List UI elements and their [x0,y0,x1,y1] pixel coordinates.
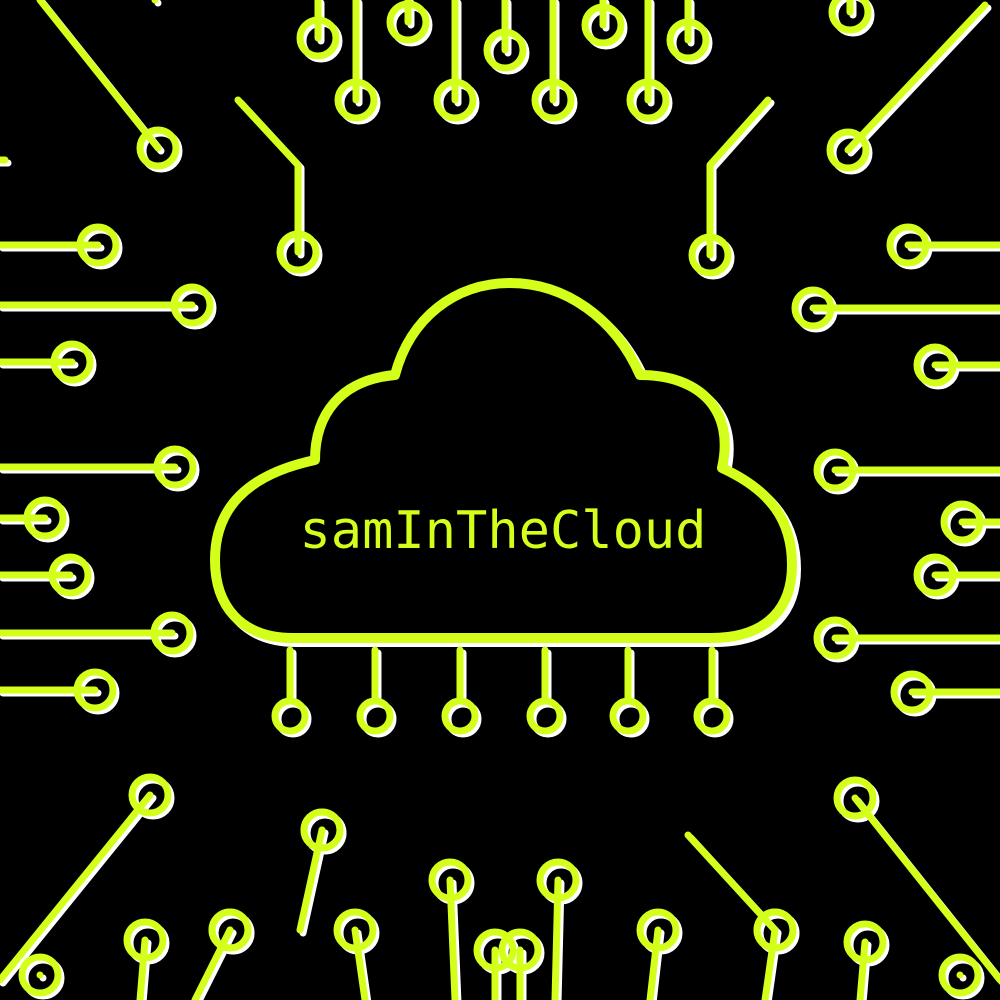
connector-node-icon [536,858,580,902]
connector-node-icon [276,230,320,274]
connector-node-icon [473,928,517,972]
circuit-trace-icon [646,926,662,1000]
connector-node-icon [833,776,877,820]
connector-node-icon [693,697,731,735]
connector-node-icon [813,616,857,660]
connector-node-icon [753,908,797,952]
connector-node-icon [498,928,542,972]
connector-node-icon [609,697,647,735]
cloud-outline [210,278,797,643]
connector-node-icon [170,283,214,327]
connector-node-icon [123,918,167,962]
connector-node-icon [428,858,472,902]
connector-node-icon [18,953,62,997]
circuit-trace-icon [0,794,157,987]
circuit-trace-icon [856,938,869,1000]
connector-node-icon [526,697,564,735]
circuit-trace-icon [706,96,772,259]
connector-node-icon [296,16,340,60]
connector-node-icon [581,3,625,47]
circuit-trace-icon [191,926,234,1000]
connector-node-icon [791,286,835,330]
connector-node-icon [828,0,872,34]
circuit-trace-icon [844,1,989,154]
connector-node-icon [300,808,344,852]
connector-node-icon [813,448,857,492]
connector-node-icon [843,920,887,964]
connector-node-icon [913,343,957,387]
connector-node-icon [483,28,527,72]
circuit-trace-icon [351,926,369,1000]
connector-node-icon [938,953,982,997]
circuit-trace-icon [847,4,992,157]
circuit-trace-icon [36,0,162,152]
cloud-connectors [271,646,731,735]
circuit-trace-icon [761,926,779,1000]
connector-node-icon [913,553,957,597]
connector-node-icon [208,908,252,952]
circuit-trace-icon [136,936,149,1000]
connector-node-icon [76,223,120,267]
connector-node-icon [136,126,180,170]
connector-node-icon [333,908,377,952]
connector-node-icon [940,500,984,544]
connector-node-icon [50,340,94,384]
cloud-icon: samInTheCloud [210,278,801,647]
connector-node-icon [153,445,197,489]
connector-node-icon [886,223,930,267]
connector-node-icon [128,773,172,817]
circuit-trace-icon [234,96,302,256]
connector-node-icon [73,668,117,712]
connector-node-icon [150,611,194,655]
logo-text: samInTheCloud [300,501,707,561]
connector-node-icon [48,553,92,597]
connector-node-icon [890,670,934,714]
connector-node-icon [666,18,710,62]
connector-node-icon [23,496,67,540]
connector-node-icon [271,697,309,735]
connector-node-icon [636,908,680,952]
connector-node-icon [626,78,670,122]
connector-node-icon [386,0,430,44]
connector-node-icon [531,78,575,122]
connector-node-icon [826,128,870,172]
circuit-trace-icon [0,791,154,984]
connector-node-icon [441,697,479,735]
connector-node-icon [334,78,378,122]
connector-node-icon [688,233,732,277]
connector-node-icon [356,697,394,735]
connector-node-icon [433,78,477,122]
circuit-trace-icon [851,794,1000,984]
